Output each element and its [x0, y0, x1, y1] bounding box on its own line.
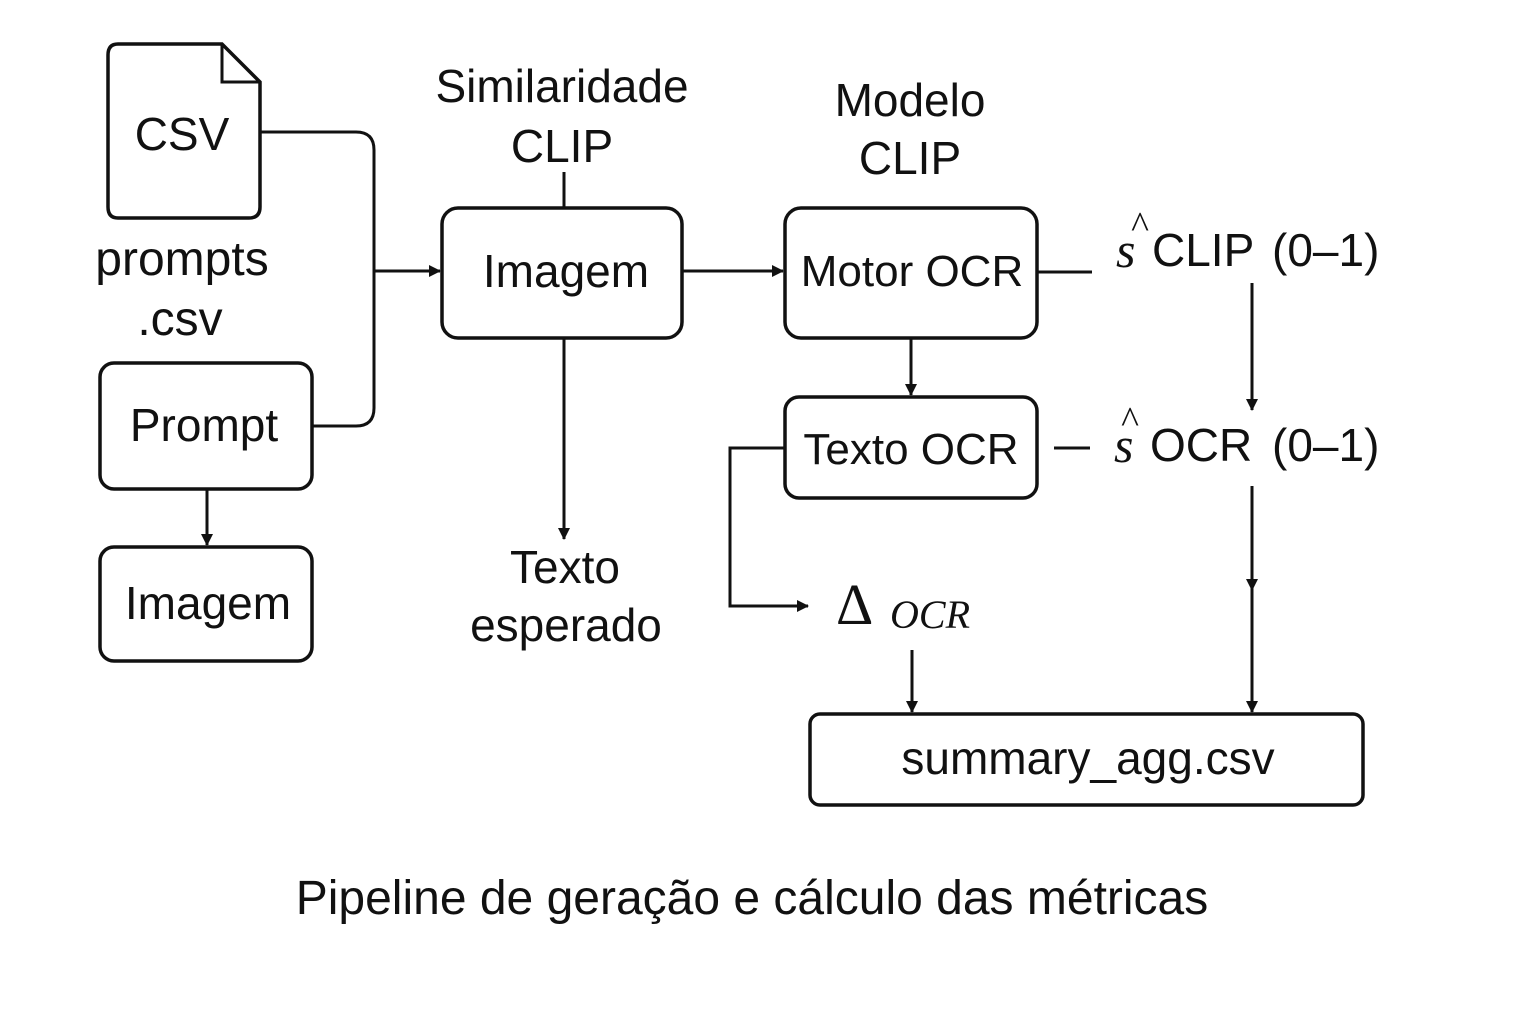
imagem-center-box: [440, 206, 684, 340]
edge-texto-ocr-to-delta: [728, 446, 809, 612]
s-clip-name: CLIP: [1152, 224, 1254, 276]
imagem-center-label: Imagem: [483, 245, 649, 297]
motor-ocr-node: Motor OCR: [783, 206, 1039, 340]
delta-ocr-symbol: Δ: [836, 572, 873, 637]
csv-caption-line2: .csv: [137, 293, 222, 346]
edge-csv-to-imagem: [260, 130, 376, 270]
imagem-center-node: Imagem: [440, 206, 684, 340]
similaridade-clip-line1: Similaridade: [435, 60, 688, 112]
s-clip-symbol: s: [1116, 222, 1135, 278]
edge-prompt-to-imagem: [312, 270, 376, 428]
imagem-left-node: Imagem: [98, 545, 314, 663]
csv-file-node: CSV: [106, 42, 262, 220]
s-ocr-name: OCR: [1150, 419, 1252, 471]
s-clip-hat: ^: [1131, 205, 1149, 247]
texto-ocr-node: Texto OCR: [783, 395, 1039, 500]
summary-box: [808, 712, 1365, 807]
prompt-node: Prompt: [98, 361, 314, 491]
s-clip-range: (0–1): [1272, 224, 1379, 276]
summary-label: summary_agg.csv: [901, 732, 1274, 784]
delta-ocr-subscript: OCR: [890, 592, 970, 637]
texto-ocr-label: Texto OCR: [803, 425, 1018, 474]
csv-file-icon: [106, 42, 262, 220]
s-ocr-hat: ^: [1121, 400, 1139, 442]
csv-file-fold: [220, 44, 260, 84]
prompt-label: Prompt: [130, 399, 278, 451]
summary-node: summary_agg.csv: [808, 712, 1365, 807]
csv-caption-line1: prompts: [95, 233, 268, 286]
s-ocr-symbol: s: [1114, 417, 1133, 473]
modelo-clip-line1: Modelo: [835, 74, 986, 126]
texto-esperado-line2: esperado: [470, 599, 662, 651]
s-clip-score: s ^ CLIP (0–1): [1116, 205, 1379, 278]
motor-ocr-label: Motor OCR: [801, 247, 1023, 296]
delta-ocr: Δ OCR: [836, 572, 970, 637]
texto-esperado-line1: Texto: [510, 541, 620, 593]
s-ocr-range: (0–1): [1272, 419, 1379, 471]
similaridade-clip-line2: CLIP: [511, 120, 613, 172]
imagem-left-label: Imagem: [125, 577, 291, 629]
s-ocr-score: s ^ OCR (0–1): [1114, 400, 1379, 473]
csv-file-label: CSV: [135, 108, 230, 160]
imagem-left-box: [98, 545, 314, 663]
modelo-clip-line2: CLIP: [859, 132, 961, 184]
diagram-caption: Pipeline de geração e cálculo das métric…: [296, 872, 1209, 925]
